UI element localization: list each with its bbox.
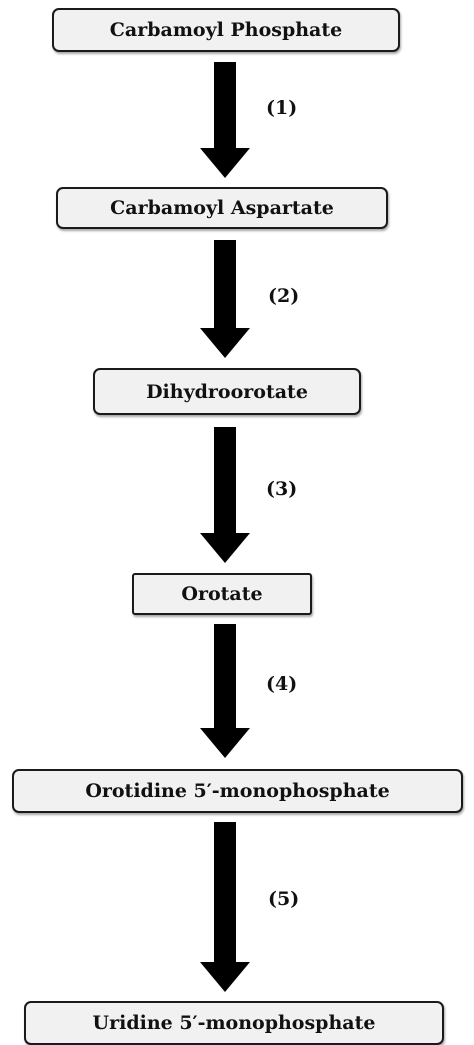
step-label-2: (2) (268, 285, 300, 307)
step-label-3: (3) (266, 478, 298, 500)
reaction-arrow-4 (200, 624, 250, 758)
step-label-5: (5) (268, 888, 300, 910)
node-orotidine-monophosphate: Orotidine 5′-monophosphate (12, 769, 463, 813)
node-uridine-monophosphate: Uridine 5′-monophosphate (24, 1001, 444, 1045)
node-carbamoyl-aspartate: Carbamoyl Aspartate (56, 187, 388, 229)
reaction-arrow-3 (200, 427, 250, 563)
node-dihydroorotate: Dihydroorotate (93, 368, 361, 415)
step-label-1: (1) (266, 97, 298, 119)
reaction-arrow-2 (200, 240, 250, 358)
reaction-arrow-1 (200, 62, 250, 178)
reaction-arrow-5 (200, 822, 250, 992)
node-carbamoyl-phosphate: Carbamoyl Phosphate (52, 8, 400, 52)
node-orotate: Orotate (132, 573, 312, 615)
step-label-4: (4) (266, 673, 298, 695)
